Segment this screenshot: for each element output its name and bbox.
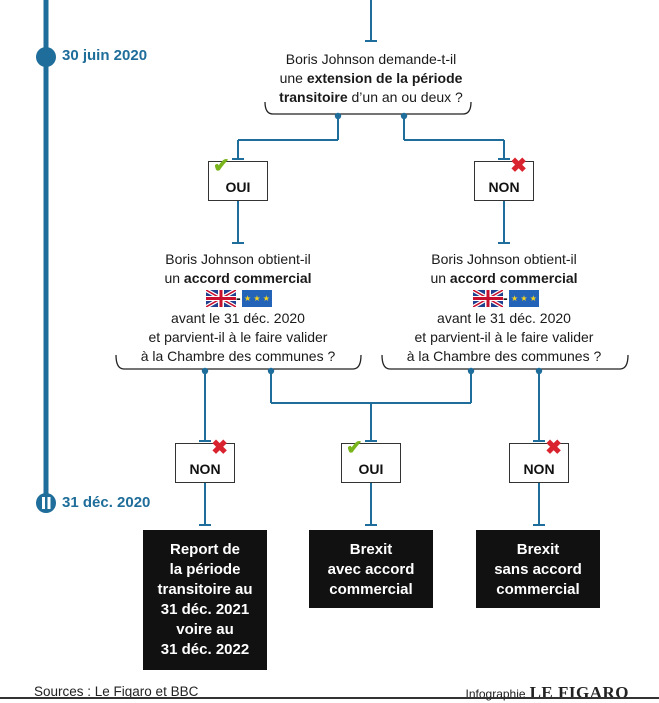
uk-flag-icon [206, 290, 236, 307]
check-icon: ✔ [213, 155, 230, 177]
question-emphasis: accord commercial [183, 270, 312, 286]
cross-icon: ✖ [545, 437, 562, 459]
flag-separator: - [236, 290, 241, 306]
timeline-pause-icon [36, 493, 56, 513]
question1-brace [264, 101, 472, 115]
footer-divider [0, 697, 659, 699]
answer-label: NON [488, 179, 520, 195]
timeline-date-2: 31 déc. 2020 [62, 494, 151, 511]
question-line: Boris Johnson demande-t-il [285, 51, 457, 67]
answer-yes-box: ✔ OUI [341, 438, 401, 483]
cross-icon: ✖ [510, 155, 527, 177]
answer-no-box: ✖ NON [474, 156, 534, 201]
check-icon: ✔ [346, 437, 363, 459]
outcome-brexit-deal: Brexit avec accord commercial [309, 530, 433, 608]
answer-no-box: ✖ NON [175, 438, 235, 483]
question-trade-deal-right: Boris Johnson obtient-il un accord comme… [406, 251, 602, 364]
outcome-extension: Report de la période transitoire au 31 d… [143, 530, 267, 670]
answer-label: NON [523, 461, 555, 477]
outcome-brexit-no-deal: Brexit sans accord commercial [476, 530, 600, 608]
cross-icon: ✖ [211, 437, 228, 459]
answer-label: OUI [225, 179, 251, 195]
question2-right-brace [381, 354, 629, 370]
answer-no-box: ✖ NON [509, 438, 569, 483]
answer-label: NON [189, 461, 221, 477]
question2-left-brace [115, 354, 362, 370]
question-trade-deal-left: Boris Johnson obtient-il un accord comme… [140, 251, 336, 364]
brand-logo: LE FIGARO [529, 683, 629, 702]
sources-text: Sources : Le Figaro et BBC [34, 684, 199, 699]
question-emphasis: extension de la période [306, 70, 463, 86]
timeline-date-1: 30 juin 2020 [62, 47, 148, 64]
question-emphasis: accord commercial [449, 270, 578, 286]
question-extension: Boris Johnson demande-t-il une extension… [226, 50, 516, 107]
timeline-dot [36, 47, 56, 67]
eu-flag-icon: ★ ★ ★ [509, 290, 539, 307]
answer-yes-box: ✔ OUI [208, 156, 268, 201]
answer-label: OUI [358, 461, 384, 477]
eu-flag-icon: ★ ★ ★ [242, 290, 272, 307]
uk-flag-icon [473, 290, 503, 307]
question-emphasis: transitoire [279, 89, 348, 105]
flag-separator: - [503, 290, 508, 306]
